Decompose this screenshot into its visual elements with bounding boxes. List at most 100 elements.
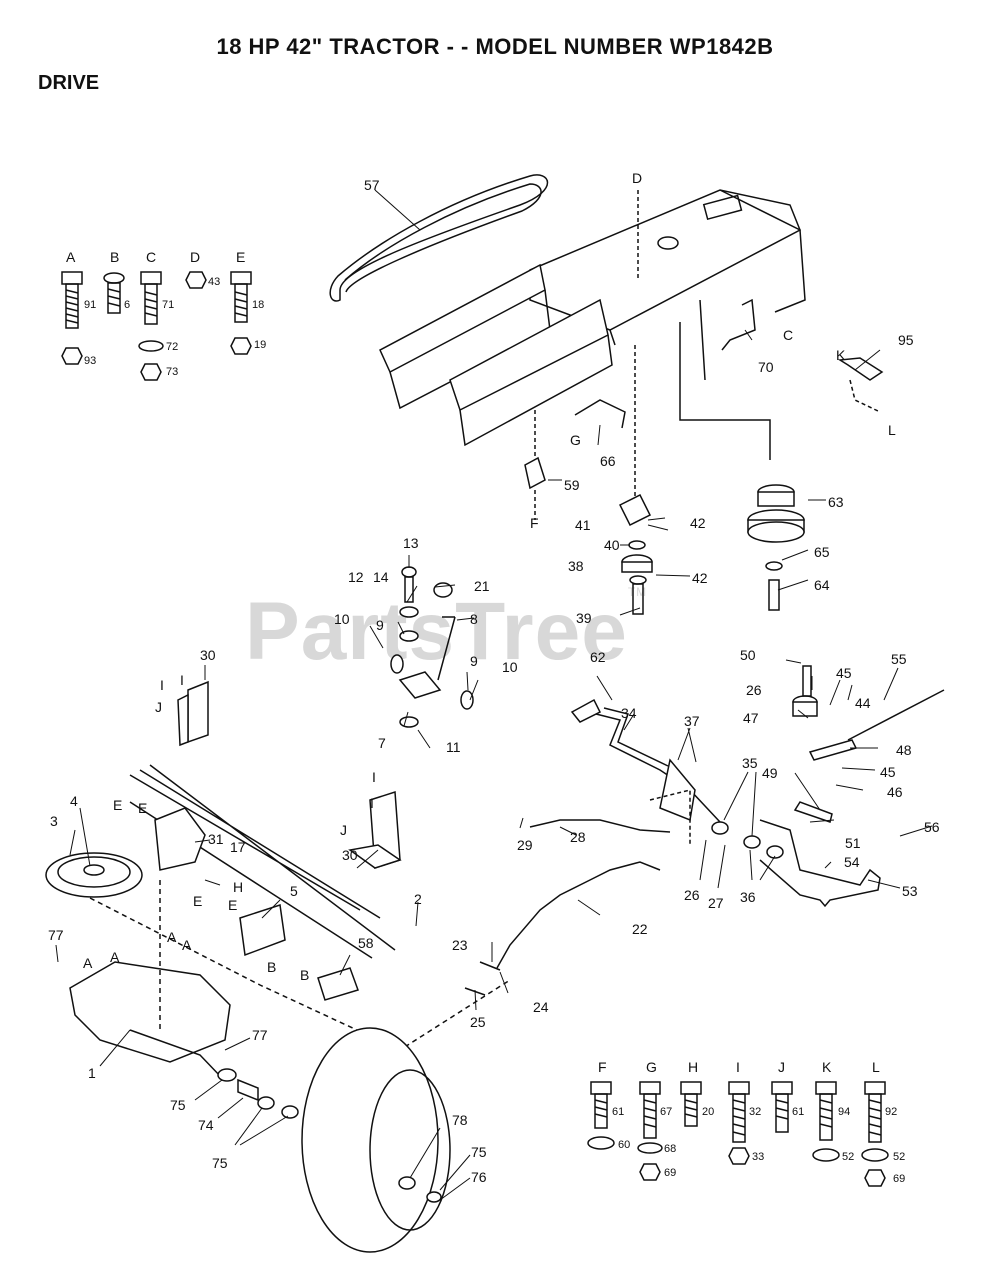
hardware-e[interactable]: E 18 19 bbox=[230, 249, 266, 355]
hw-part-69b: 69 bbox=[893, 1173, 905, 1185]
callout-76: 76 bbox=[471, 1169, 487, 1185]
leader-lines bbox=[55, 189, 933, 1201]
ref-e-3: E bbox=[193, 893, 202, 909]
transaxle-assembly bbox=[45, 764, 511, 1079]
hw-letter-e: E bbox=[236, 249, 245, 265]
hardware-i[interactable]: I 32 33 bbox=[728, 1059, 764, 1165]
callout-31: 31 bbox=[208, 831, 224, 847]
callout-10a: 10 bbox=[334, 611, 350, 627]
hw-part-19: 19 bbox=[254, 339, 266, 351]
hw-part-93: 93 bbox=[84, 355, 96, 367]
ref-a-2: A bbox=[182, 937, 192, 953]
ref-b-2: B bbox=[300, 967, 309, 983]
callout-5: 5 bbox=[290, 883, 298, 899]
hardware-d[interactable]: D 43 bbox=[185, 249, 220, 289]
hw-part-18: 18 bbox=[252, 299, 264, 311]
callout-56: 56 bbox=[924, 819, 940, 835]
callout-42a: 42 bbox=[690, 515, 706, 531]
callout-23: 23 bbox=[452, 937, 468, 953]
hw-letter-d: D bbox=[190, 249, 200, 265]
callout-21: 21 bbox=[474, 578, 490, 594]
shift-linkage bbox=[464, 665, 945, 996]
ref-f: F bbox=[530, 515, 539, 531]
callout-44: 44 bbox=[855, 695, 871, 711]
upper-parts bbox=[524, 190, 884, 615]
ref-e-2: E bbox=[138, 800, 147, 816]
hw-letter-b: B bbox=[110, 249, 119, 265]
ref-a-4: A bbox=[83, 955, 93, 971]
hw-letter-i: I bbox=[736, 1059, 740, 1075]
ref-d: D bbox=[632, 170, 642, 186]
callout-1: 1 bbox=[88, 1065, 96, 1081]
hw-part-69a: 69 bbox=[664, 1167, 676, 1179]
callout-9b: 9 bbox=[470, 653, 478, 669]
callout-39: 39 bbox=[576, 610, 592, 626]
callout-3: 3 bbox=[50, 813, 58, 829]
callouts: 57 70 95 66 59 63 41 42 40 38 42 65 64 3… bbox=[48, 177, 940, 1185]
callout-14: 14 bbox=[373, 569, 389, 585]
hw-part-67: 67 bbox=[660, 1106, 672, 1118]
ref-e-4: E bbox=[228, 897, 237, 913]
callout-77a: 77 bbox=[48, 927, 64, 943]
hw-letter-c: C bbox=[146, 249, 156, 265]
callout-40: 40 bbox=[604, 537, 620, 553]
callout-29: 29 bbox=[517, 837, 533, 853]
hw-part-71: 71 bbox=[162, 299, 174, 311]
ref-e-1: E bbox=[113, 797, 122, 813]
callout-36: 36 bbox=[740, 889, 756, 905]
callout-24: 24 bbox=[533, 999, 549, 1015]
callout-17: 17 bbox=[230, 839, 246, 855]
ref-a-1: A bbox=[167, 929, 177, 945]
hardware-l[interactable]: L 92 52 69 bbox=[861, 1059, 905, 1187]
hw-part-92: 92 bbox=[885, 1106, 897, 1118]
reference-letters: D C K L G F I I J I I J E E H E E A A A … bbox=[83, 170, 896, 983]
hw-part-73: 73 bbox=[166, 366, 178, 378]
ref-c: C bbox=[783, 327, 793, 343]
callout-75b: 75 bbox=[212, 1155, 228, 1171]
callout-7: 7 bbox=[378, 735, 386, 751]
callout-27: 27 bbox=[708, 895, 724, 911]
hardware-h[interactable]: H 20 bbox=[680, 1059, 714, 1127]
bracket-30-lower bbox=[348, 790, 402, 870]
callout-95: 95 bbox=[898, 332, 914, 348]
callout-45a: 45 bbox=[836, 665, 852, 681]
hw-part-43: 43 bbox=[208, 276, 220, 288]
hardware-a[interactable]: A 91 93 bbox=[61, 249, 96, 367]
wheel bbox=[217, 1027, 451, 1253]
ref-i-1: I bbox=[180, 672, 184, 688]
ref-j-1: J bbox=[155, 699, 162, 715]
callout-25: 25 bbox=[470, 1014, 486, 1030]
hardware-j[interactable]: J 61 bbox=[771, 1059, 804, 1133]
callout-51: 51 bbox=[845, 835, 861, 851]
callout-47: 47 bbox=[743, 710, 759, 726]
callout-10b: 10 bbox=[502, 659, 518, 675]
callout-63: 63 bbox=[828, 494, 844, 510]
hardware-bottom-group: F 61 60 G 67 68 69 H 20 I bbox=[587, 1059, 905, 1187]
callout-75a: 75 bbox=[170, 1097, 186, 1113]
hardware-f[interactable]: F 61 60 bbox=[587, 1059, 630, 1151]
callout-35: 35 bbox=[742, 755, 758, 771]
hw-part-60: 60 bbox=[618, 1139, 630, 1151]
callout-65: 65 bbox=[814, 544, 830, 560]
hw-part-33: 33 bbox=[752, 1151, 764, 1163]
callout-12: 12 bbox=[348, 569, 364, 585]
callout-11: 11 bbox=[446, 739, 461, 755]
hardware-k[interactable]: K 94 52 bbox=[812, 1059, 854, 1163]
hw-letter-h: H bbox=[688, 1059, 698, 1075]
hardware-g[interactable]: G 67 68 69 bbox=[637, 1059, 676, 1181]
hw-letter-j: J bbox=[778, 1059, 785, 1075]
hw-letter-a: A bbox=[66, 249, 76, 265]
hw-letter-f: F bbox=[598, 1059, 607, 1075]
hardware-b[interactable]: B 6 bbox=[103, 249, 130, 314]
callout-49: 49 bbox=[762, 765, 778, 781]
callout-13: 13 bbox=[403, 535, 419, 551]
hw-part-61b: 61 bbox=[792, 1106, 804, 1118]
ref-a-3: A bbox=[110, 949, 120, 965]
callout-26b: 26 bbox=[684, 887, 700, 903]
hardware-c[interactable]: C 71 72 73 bbox=[138, 249, 178, 381]
callout-74: 74 bbox=[198, 1117, 214, 1133]
callout-64: 64 bbox=[814, 577, 830, 593]
callout-2: 2 bbox=[414, 891, 422, 907]
drive-belt[interactable] bbox=[329, 174, 549, 302]
callout-30b: 30 bbox=[342, 847, 358, 863]
